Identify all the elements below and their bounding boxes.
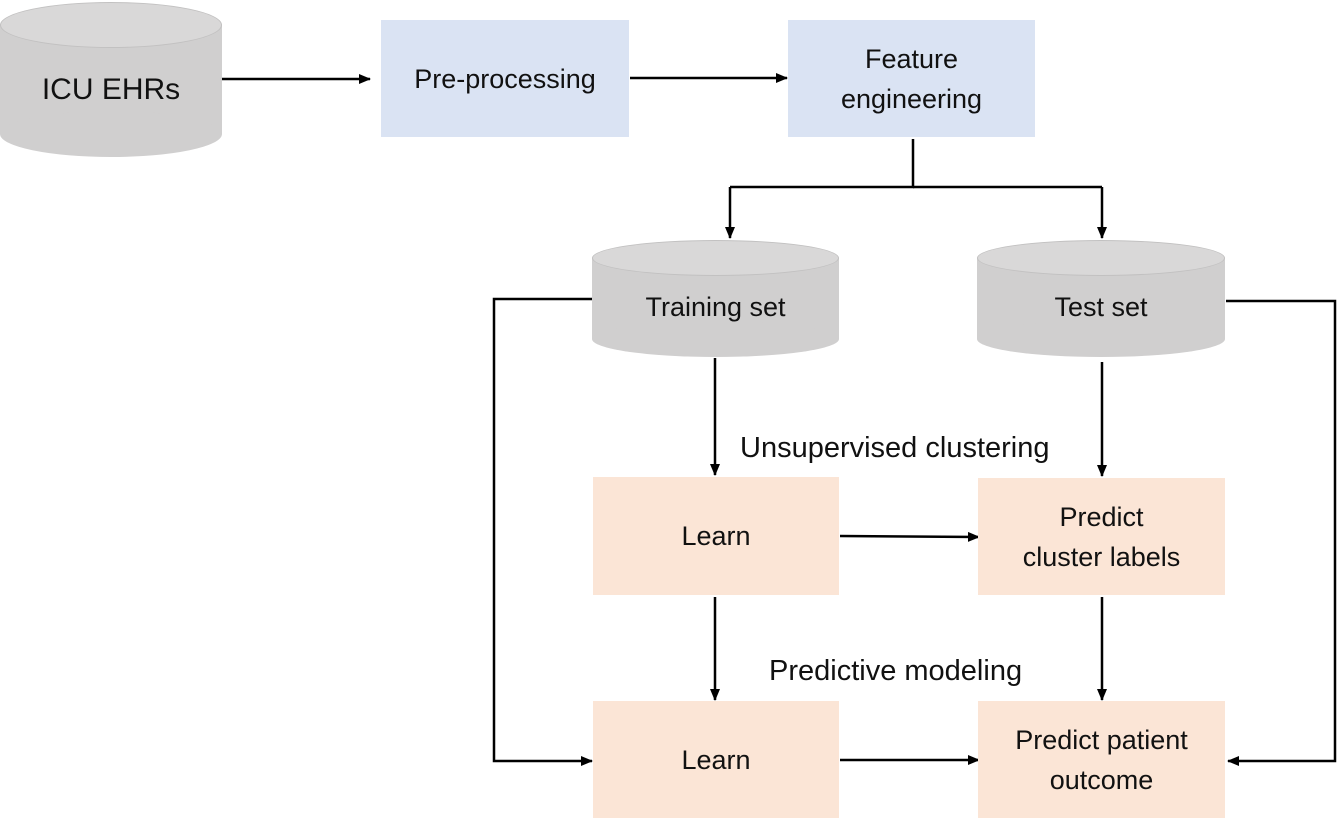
predict-cluster-labels-box: Predict cluster labels	[978, 478, 1225, 595]
learn-clustering-box: Learn	[593, 477, 839, 595]
unsupervised-clustering-label: Unsupervised clustering	[740, 432, 1050, 464]
arrow-test-bypass	[1226, 299, 1337, 766]
test-set-database: Test set	[977, 240, 1225, 357]
icu-ehrs-label: ICU EHRs	[41, 73, 181, 106]
arrow-learn-to-predict-labels	[839, 531, 980, 542]
test-set-label: Test set	[1054, 292, 1148, 322]
arrow-training-bypass	[492, 297, 593, 766]
preprocessing-box: Pre-processing	[381, 20, 629, 137]
feature-engineering-box: Feature engineering	[788, 20, 1035, 137]
arrow-feature-to-split	[730, 139, 915, 189]
icu-ehrs-database: ICU EHRs	[0, 2, 222, 157]
predict-patient-outcome-box: Predict patient outcome	[978, 701, 1225, 818]
predictive-modeling-label: Predictive modeling	[769, 655, 1023, 687]
training-set-label: Training set	[645, 292, 786, 322]
learn-predictive-box: Learn	[593, 701, 839, 818]
training-set-database: Training set	[592, 240, 839, 357]
